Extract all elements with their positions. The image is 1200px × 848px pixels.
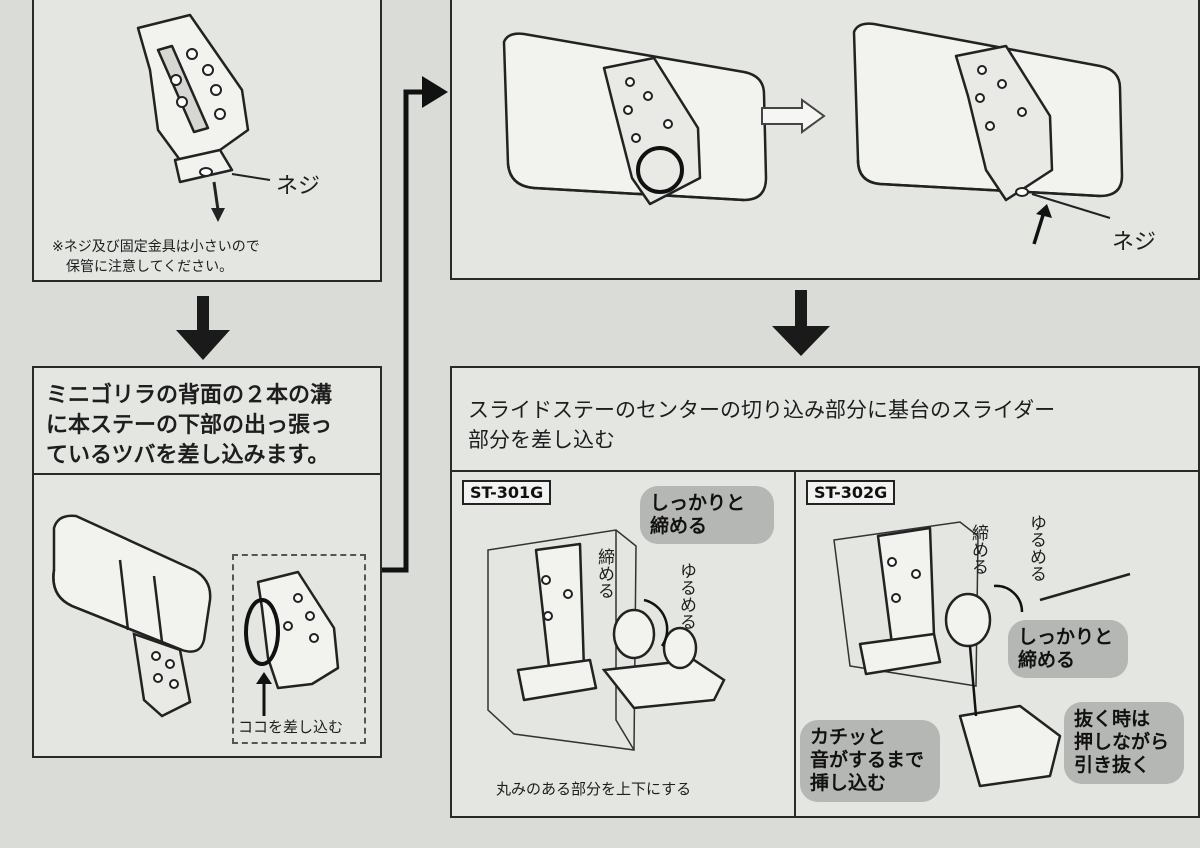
- bracket-rim-illustration: [244, 570, 340, 690]
- model-tag-st301g: ST-301G: [462, 480, 552, 505]
- bubble-pull-out: 抜く時は 押しながら 引き抜く: [1064, 702, 1184, 784]
- bubble-line: カチッと: [810, 726, 887, 748]
- caption-301: 丸みのある部分を上下にする: [496, 780, 692, 798]
- label-insert-here: ココを差し込む: [238, 718, 344, 736]
- bubble-line: 締める: [1018, 649, 1076, 671]
- note-line-1: ※ネジ及び固定金具は小さいので: [52, 239, 260, 255]
- bracket-screw-illustration: [136, 13, 271, 222]
- instruction-right-2: 部分を差し込む: [468, 428, 615, 452]
- bubble-line: 音がするまで: [810, 749, 925, 771]
- device-bracket-illustration-1: [502, 32, 768, 206]
- insert-detail-box: [232, 554, 366, 744]
- device-bracket-illustration-2: [852, 22, 1124, 219]
- up-arrow-icon: [1032, 204, 1052, 245]
- instruction-left-2: に本ステーの下部の出っ張っ: [46, 413, 333, 438]
- note-line-2: 保管に注意してください。: [66, 259, 234, 275]
- connector-arrow-icon: [382, 76, 448, 573]
- model-tag-st302g: ST-302G: [806, 480, 896, 505]
- vertical-tighten-301: 締める: [594, 548, 614, 599]
- vertical-loosen-302: ゆるめる: [1026, 514, 1046, 582]
- label-screw-right: ネジ: [1112, 230, 1157, 255]
- up-arrow-icon: [256, 672, 272, 716]
- label-screw-left: ネジ: [276, 174, 321, 199]
- bubble-line: 押しながら: [1074, 731, 1170, 753]
- instruction-left-1: ミニゴリラの背面の２本の溝: [46, 383, 333, 408]
- panel-divider: [450, 470, 1200, 472]
- st302g-illustration: [833, 521, 1131, 788]
- down-arrow-icon: [772, 290, 830, 356]
- bubble-line: 抜く時は: [1074, 708, 1151, 730]
- bubble-tighten-302: しっかりと 締める: [1008, 620, 1128, 678]
- bubble-line: 締める: [650, 515, 708, 537]
- bubble-line: しっかりと: [650, 492, 746, 514]
- bubble-tighten-301: しっかりと 締める: [640, 486, 774, 544]
- panel-divider-vertical: [794, 470, 796, 818]
- vertical-tighten-302: 締める: [968, 524, 988, 575]
- instruction-right-1: スライドステーのセンターの切り込み部分に基台のスライダー: [468, 398, 1056, 422]
- bubble-click-insert: カチッと 音がするまで 挿し込む: [800, 720, 940, 802]
- bubble-line: しっかりと: [1018, 626, 1114, 648]
- bubble-line: 引き抜く: [1074, 754, 1151, 776]
- panel-divider: [32, 473, 382, 475]
- bubble-line: 挿し込む: [810, 772, 887, 794]
- right-hollow-arrow-icon: [761, 98, 826, 134]
- instruction-left-3: ているツバを差し込みます。: [46, 443, 330, 468]
- st301g-illustration: [487, 529, 726, 751]
- device-back-illustration: [52, 514, 212, 718]
- down-arrow-icon: [176, 296, 230, 360]
- vertical-loosen-301: ゆるめる: [676, 562, 696, 630]
